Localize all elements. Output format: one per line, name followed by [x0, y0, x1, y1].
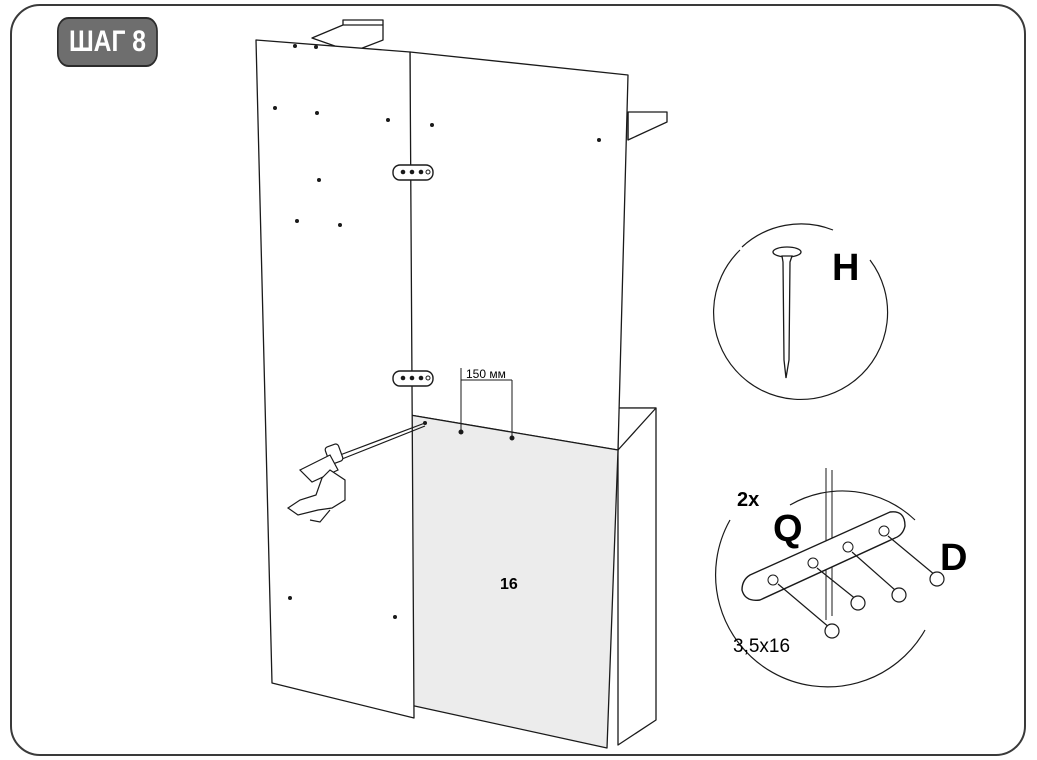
- connector-plate-icon: [741, 511, 906, 601]
- screw-size-label: 3,5x16: [733, 636, 790, 657]
- screw-part-label: D: [940, 537, 967, 579]
- connector-plate-bottom: [392, 370, 434, 387]
- dimension-marker: [458, 368, 515, 441]
- nail-detail: [712, 223, 889, 401]
- step-label: ШАГ 8: [68, 25, 146, 58]
- quantity-label: 2x: [737, 489, 759, 511]
- page-frame: [10, 4, 1026, 756]
- left-panel: [255, 39, 415, 719]
- screw-icons: [777, 535, 945, 639]
- plate-part-label: Q: [773, 508, 803, 550]
- right-back-panel: [409, 51, 629, 451]
- lower-cabinet: [617, 407, 657, 746]
- step-badge: ШАГ 8: [57, 17, 158, 67]
- nail-icon: [772, 246, 802, 379]
- panel-number: 16: [500, 576, 518, 593]
- side-shelf: [627, 111, 668, 141]
- nail-part-label: H: [832, 247, 859, 289]
- plate-detail: [715, 468, 945, 688]
- hammer-hand: [286, 422, 426, 523]
- dimension-label: 150 мм: [466, 367, 506, 381]
- connector-plate-top: [392, 164, 434, 181]
